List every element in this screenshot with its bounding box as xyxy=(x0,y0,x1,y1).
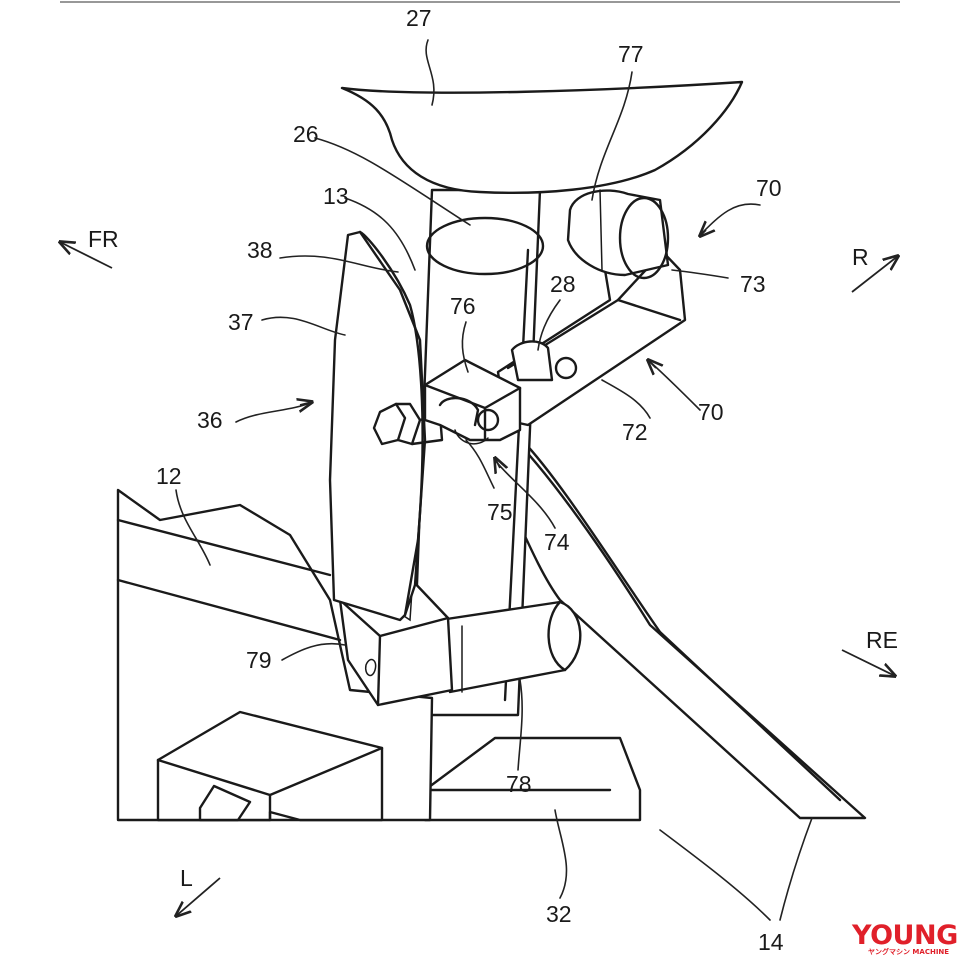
watermark-main: YOUNG xyxy=(851,920,958,951)
ref-72: 72 xyxy=(622,419,648,445)
direction-front: FR xyxy=(60,226,119,269)
ref-73: 73 xyxy=(740,271,766,297)
knob-77 xyxy=(566,189,670,280)
ref-13: 13 xyxy=(323,183,349,209)
watermark-sub: ヤングマシン MACHINE xyxy=(868,947,949,956)
direction-front-label: FR xyxy=(88,226,119,252)
pin-28 xyxy=(510,340,554,382)
bolt xyxy=(372,402,444,446)
seat-bottom-27 xyxy=(340,80,744,194)
ref-27: 27 xyxy=(406,5,432,31)
pin-78 xyxy=(438,600,582,694)
direction-rear: RE xyxy=(841,627,898,676)
ref-37: 37 xyxy=(228,309,254,335)
direction-left: L xyxy=(176,865,221,916)
ref-38: 38 xyxy=(247,237,273,263)
direction-right-label: R xyxy=(852,244,869,270)
ref-26: 26 xyxy=(293,121,319,147)
ref-36: 36 xyxy=(197,407,223,433)
ref-75: 75 xyxy=(487,499,513,525)
direction-left-label: L xyxy=(180,865,193,891)
reference-arrows xyxy=(300,230,706,468)
ref-70-top: 70 xyxy=(756,175,782,201)
ref-14: 14 xyxy=(758,929,784,955)
watermark-logo: YOUNG ヤングマシン MACHINE xyxy=(851,920,958,956)
direction-rear-label: RE xyxy=(866,627,898,653)
ref-74: 74 xyxy=(544,529,570,555)
reference-numerals: 27 77 26 70 13 38 73 28 76 37 72 70 36 1… xyxy=(156,5,784,955)
lower-block xyxy=(156,710,384,822)
ref-70-mid: 70 xyxy=(698,399,724,425)
ref-12: 12 xyxy=(156,463,182,489)
lower-bracket-32 xyxy=(423,736,642,822)
ref-79: 79 xyxy=(246,647,272,673)
ref-78: 78 xyxy=(506,771,532,797)
ref-28: 28 xyxy=(550,271,576,297)
ref-32: 32 xyxy=(546,901,572,927)
leader-lines xyxy=(175,39,813,921)
ref-77: 77 xyxy=(618,41,644,67)
direction-right: R xyxy=(851,244,898,293)
ref-76: 76 xyxy=(450,293,476,319)
clip-76 xyxy=(423,358,522,445)
